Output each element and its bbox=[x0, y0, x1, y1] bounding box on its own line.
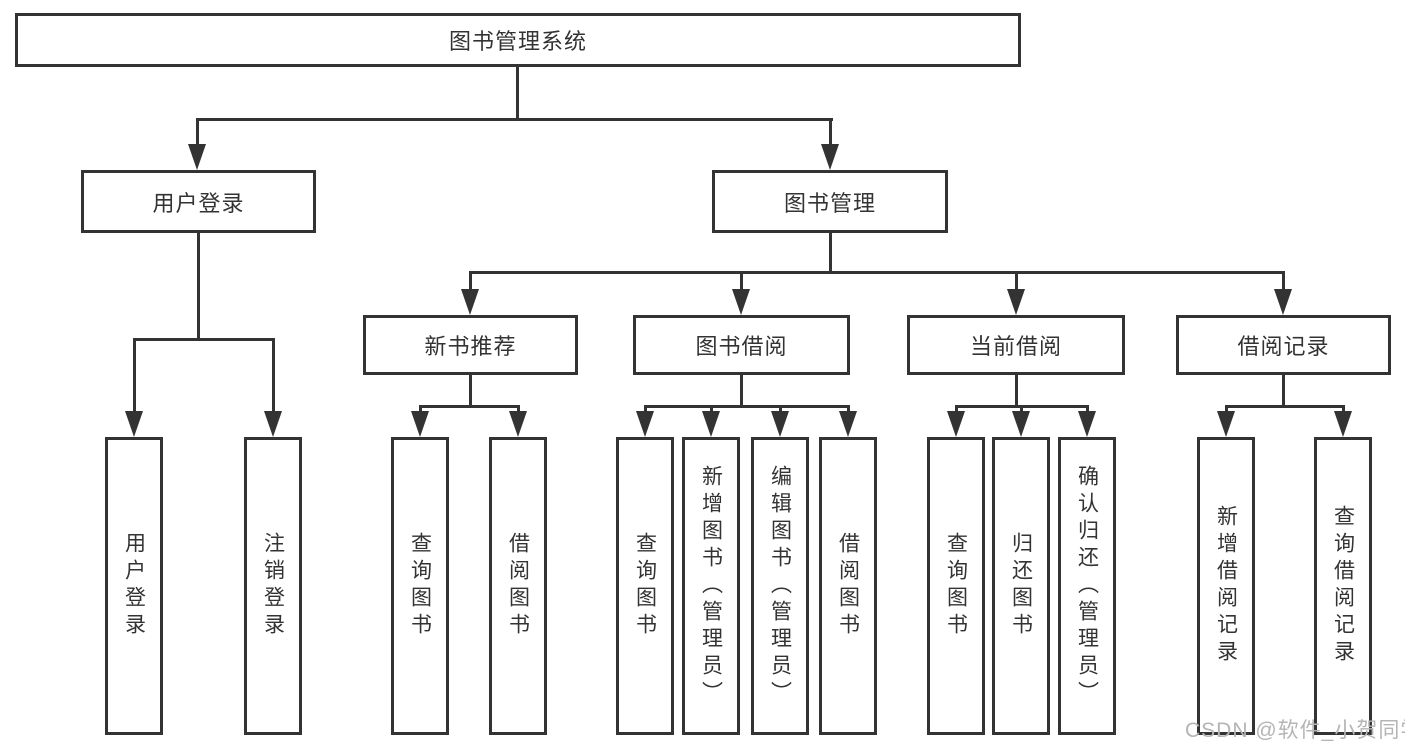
connector-stub-borrowing-records bbox=[1281, 271, 1285, 289]
leaf-add-books-admin-label: 新增图书（管理员） bbox=[699, 464, 723, 708]
leaf-return-books-label: 归还图书 bbox=[1009, 532, 1033, 640]
connector-stub bbox=[846, 405, 850, 413]
connector-stub bbox=[516, 405, 520, 413]
leaf-user-login-label: 用户登录 bbox=[122, 532, 146, 640]
connector-user-login-drop bbox=[196, 233, 200, 338]
arrow-down-icon bbox=[1012, 411, 1030, 437]
arrow-down-icon bbox=[702, 411, 720, 437]
leaf-logout: 注销登录 bbox=[244, 437, 302, 735]
connector-borrowing-records-rail bbox=[1224, 405, 1345, 408]
connector-stub bbox=[418, 405, 422, 413]
node-new-book-recommend-label: 新书推荐 bbox=[424, 334, 517, 359]
connector-stub bbox=[1085, 405, 1089, 413]
connector-book-management-drop bbox=[828, 233, 832, 271]
leaf-edit-books-admin: 编辑图书（管理员） bbox=[751, 437, 809, 735]
leaf-borrow-books-1: 借阅图书 bbox=[489, 437, 547, 735]
connector-stub-new-book-recommend bbox=[468, 271, 472, 289]
node-borrowing-records-label: 借阅记录 bbox=[1237, 334, 1330, 359]
node-book-management-label: 图书管理 bbox=[783, 190, 876, 216]
csdn-watermark: CSDN @软件_小贺同学 bbox=[1185, 719, 1405, 742]
node-user-login-label: 用户登录 bbox=[152, 190, 245, 216]
connector-stub bbox=[954, 405, 958, 413]
connector-level3-rail bbox=[468, 271, 1285, 274]
connector-stub-leaf-user-login bbox=[132, 338, 136, 411]
connector-stub bbox=[709, 405, 713, 413]
leaf-borrow-books-2: 借阅图书 bbox=[819, 437, 877, 735]
node-book-borrowing-label: 图书借阅 bbox=[695, 334, 788, 359]
leaf-query-borrow-record: 查询借阅记录 bbox=[1314, 437, 1372, 735]
leaf-query-books-1-label: 查询图书 bbox=[408, 532, 432, 640]
leaf-query-books-3-label: 查询图书 bbox=[944, 532, 968, 640]
leaf-borrow-books-2-label: 借阅图书 bbox=[836, 532, 860, 640]
connector-stub bbox=[1341, 405, 1345, 413]
arrow-down-icon bbox=[264, 411, 282, 437]
leaf-edit-books-admin-label: 编辑图书（管理员） bbox=[768, 464, 792, 708]
leaf-query-books-3: 查询图书 bbox=[927, 437, 985, 735]
leaf-query-books-2: 查询图书 bbox=[616, 437, 674, 735]
connector-root-drop bbox=[515, 67, 519, 118]
arrow-down-icon bbox=[636, 411, 654, 437]
leaf-confirm-return-admin-label: 确认归还（管理员） bbox=[1075, 464, 1099, 708]
leaf-return-books: 归还图书 bbox=[992, 437, 1050, 735]
arrow-down-icon bbox=[1078, 411, 1096, 437]
node-book-borrowing: 图书借阅 bbox=[633, 315, 850, 375]
arrow-down-icon bbox=[1217, 411, 1235, 437]
arrow-down-icon bbox=[125, 411, 143, 437]
connector-stub bbox=[778, 405, 782, 413]
leaf-add-borrow-record: 新增借阅记录 bbox=[1197, 437, 1255, 735]
leaf-borrow-books-1-label: 借阅图书 bbox=[506, 532, 530, 640]
connector-stub-book-management bbox=[828, 118, 832, 146]
leaf-add-books-admin: 新增图书（管理员） bbox=[682, 437, 740, 735]
arrow-down-icon bbox=[461, 289, 479, 315]
arrow-down-icon bbox=[947, 411, 965, 437]
node-root: 图书管理系统 bbox=[15, 13, 1021, 67]
arrow-down-icon bbox=[509, 411, 527, 437]
leaf-logout-label: 注销登录 bbox=[261, 532, 285, 640]
node-user-login: 用户登录 bbox=[81, 170, 316, 233]
connector-new-book-recommend-rail bbox=[418, 405, 520, 408]
node-book-management: 图书管理 bbox=[712, 170, 948, 233]
connector-level2-rail bbox=[195, 118, 833, 121]
connector-stub bbox=[643, 405, 647, 413]
arrow-down-icon bbox=[821, 144, 839, 170]
arrow-down-icon bbox=[771, 411, 789, 437]
leaf-add-borrow-record-label: 新增借阅记录 bbox=[1214, 505, 1238, 667]
arrow-down-icon bbox=[839, 411, 857, 437]
connector-current-borrowing-drop bbox=[1014, 375, 1018, 405]
arrow-down-icon bbox=[411, 411, 429, 437]
node-current-borrowing: 当前借阅 bbox=[907, 315, 1125, 375]
node-current-borrowing-label: 当前借阅 bbox=[969, 334, 1062, 359]
leaf-query-borrow-record-label: 查询借阅记录 bbox=[1331, 505, 1355, 667]
leaf-user-login: 用户登录 bbox=[105, 437, 163, 735]
connector-stub-leaf-logout bbox=[271, 338, 275, 411]
connector-stub-current-borrowing bbox=[1014, 271, 1018, 289]
arrow-down-icon bbox=[1007, 289, 1025, 315]
connector-stub-user-login bbox=[195, 118, 199, 146]
arrow-down-icon bbox=[1274, 289, 1292, 315]
leaf-query-books-1: 查询图书 bbox=[391, 437, 449, 735]
node-new-book-recommend: 新书推荐 bbox=[363, 315, 578, 375]
connector-new-book-recommend-drop bbox=[468, 375, 472, 405]
arrow-down-icon bbox=[732, 289, 750, 315]
leaf-query-books-2-label: 查询图书 bbox=[633, 532, 657, 640]
connector-user-login-rail bbox=[132, 338, 275, 341]
connector-stub-book-borrowing bbox=[739, 271, 743, 289]
arrow-down-icon bbox=[1334, 411, 1352, 437]
leaf-confirm-return-admin: 确认归还（管理员） bbox=[1058, 437, 1116, 735]
node-borrowing-records: 借阅记录 bbox=[1176, 315, 1391, 375]
connector-stub bbox=[1019, 405, 1023, 413]
arrow-down-icon bbox=[188, 144, 206, 170]
connector-stub bbox=[1224, 405, 1228, 413]
connector-borrowing-records-drop bbox=[1281, 375, 1285, 405]
connector-book-borrowing-drop bbox=[739, 375, 743, 405]
connector-book-borrowing-rail bbox=[643, 405, 850, 408]
node-root-label: 图书管理系统 bbox=[448, 29, 587, 54]
